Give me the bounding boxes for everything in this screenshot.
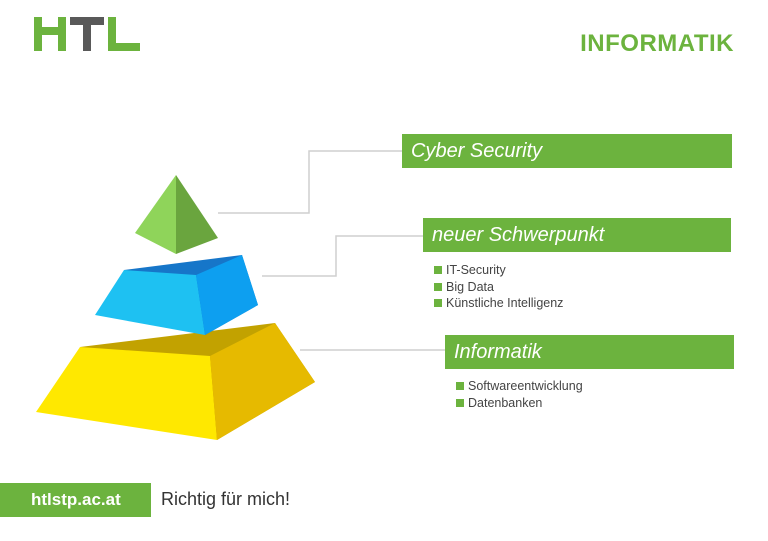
list-item: IT-Security: [434, 262, 563, 279]
list-item: Softwareentwicklung: [456, 378, 583, 395]
bullet-text: IT-Security: [446, 263, 506, 277]
bullet-text: Big Data: [446, 279, 494, 294]
bullet-text: Datenbanken: [468, 395, 543, 410]
level-2-bullet-list: IT-Security Big Data Künstliche Intellig…: [434, 262, 563, 312]
level-3-label: Informatik: [445, 335, 734, 369]
bullet-square-icon: [434, 266, 442, 275]
footer-slogan: Richtig für mich!: [161, 489, 291, 509]
bullet-square-icon: [456, 382, 464, 391]
list-item: Künstliche Intelligenz: [434, 295, 563, 312]
pyramid-middle-tier: [95, 255, 258, 335]
school-logo: [34, 17, 140, 51]
level-3-bullet-list: Softwareentwicklung Datenbanken: [456, 378, 583, 411]
bullet-square-icon: [456, 398, 464, 407]
level-2-label: neuer Schwerpunkt: [423, 218, 731, 252]
bullet-text: Softwareentwicklung: [468, 379, 583, 393]
connector-line-top: [218, 150, 402, 214]
page-title: INFORMATIK: [580, 30, 734, 57]
bullet-square-icon: [434, 299, 442, 308]
list-item: Big Data: [434, 279, 563, 296]
connector-line-middle: [262, 235, 423, 277]
list-item: Datenbanken: [456, 395, 583, 412]
pyramid-bottom-tier: [36, 323, 315, 440]
level-1-label: Cyber Security: [402, 134, 732, 168]
bullet-square-icon: [434, 282, 442, 291]
pyramid-top-tier: [135, 175, 218, 254]
connector-lines: [218, 150, 445, 351]
bullet-text: Künstliche Intelligenz: [446, 296, 564, 310]
website-url-badge[interactable]: htlstp.ac.at: [0, 483, 151, 517]
